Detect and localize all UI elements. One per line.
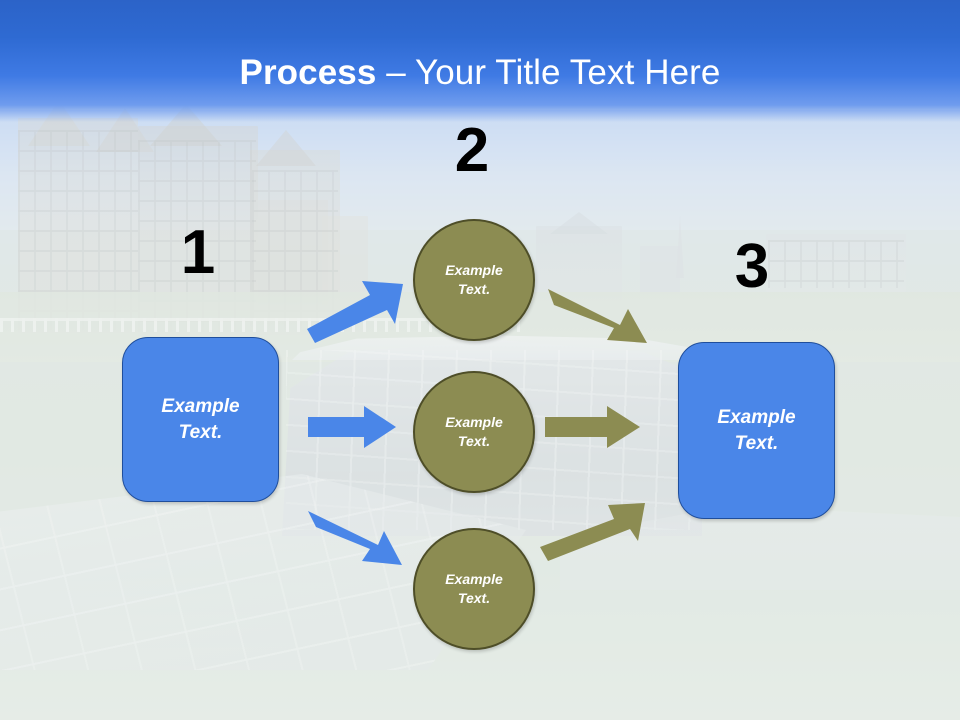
middle-node-top-label: Example Text.: [445, 262, 503, 297]
olive-arrow-down-icon: [548, 283, 652, 345]
step-3-box-label: Example Text.: [717, 406, 796, 454]
page-title-rest: – Your Title Text Here: [376, 53, 721, 92]
page-title: Process – Your Title Text Here: [0, 52, 960, 94]
blue-arrow-down-icon: [308, 503, 408, 565]
olive-arrow-right-icon: [545, 406, 640, 448]
step-number-1: 1: [180, 218, 216, 287]
middle-node-bottom-label: Example Text.: [445, 571, 503, 606]
blue-arrow-up-icon: [305, 281, 409, 345]
blue-arrow-right-icon: [308, 406, 396, 448]
olive-arrow-up-icon: [540, 503, 648, 561]
middle-node-center-label: Example Text.: [445, 414, 503, 449]
title-banner: [0, 0, 960, 122]
step-1-box-label: Example Text.: [161, 395, 240, 443]
step-1-box[interactable]: Example Text.: [122, 337, 279, 502]
page-title-emphasis: Process: [239, 53, 377, 92]
middle-node-center[interactable]: Example Text.: [413, 371, 535, 493]
step-number-3: 3: [734, 232, 770, 301]
step-3-box[interactable]: Example Text.: [678, 342, 835, 519]
middle-node-top[interactable]: Example Text.: [413, 219, 535, 341]
step-number-2: 2: [454, 116, 490, 185]
middle-node-bottom[interactable]: Example Text.: [413, 528, 535, 650]
